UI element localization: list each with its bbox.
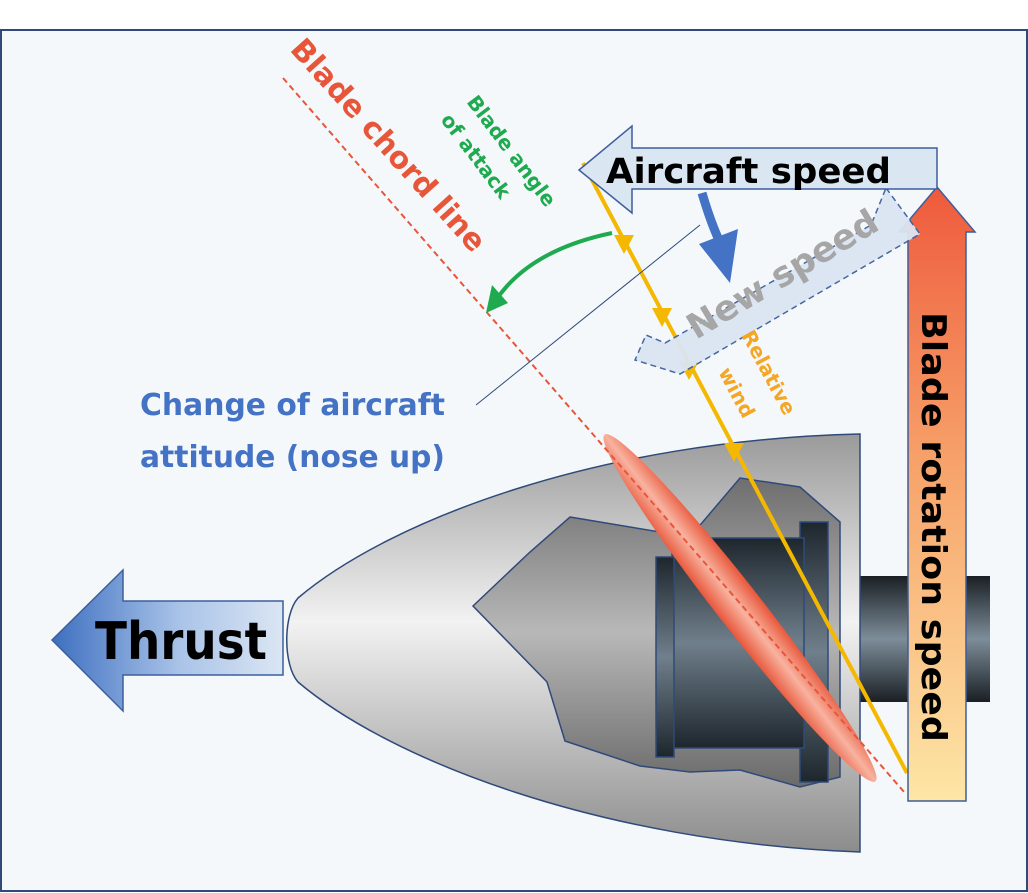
angle-of-attack-arrowhead bbox=[486, 285, 508, 313]
new-speed-arrow bbox=[633, 186, 922, 375]
attitude-change-label-line2: attitude (nose up) bbox=[140, 440, 445, 475]
speed-change-arrowhead bbox=[699, 229, 738, 283]
aircraft-speed-arrow bbox=[577, 124, 938, 215]
thrust-arrow bbox=[50, 568, 284, 713]
blade-chord-line bbox=[282, 77, 906, 794]
attitude-change-label-line1: Change of aircraft bbox=[140, 388, 445, 423]
relative-wind-arrowhead bbox=[614, 235, 634, 254]
relative-wind-arrowhead bbox=[652, 308, 672, 327]
thrust-label: Thrust bbox=[95, 612, 267, 672]
aircraft-speed-label: Aircraft speed bbox=[606, 152, 891, 192]
attitude-change-line bbox=[475, 224, 701, 406]
angle-of-attack-arc bbox=[494, 231, 613, 302]
relative-wind-arrowhead bbox=[724, 443, 744, 462]
relative-wind-line bbox=[581, 162, 909, 774]
hub-front-plate bbox=[655, 556, 675, 758]
propeller-blade bbox=[603, 434, 877, 782]
speed-change-arrow bbox=[697, 191, 723, 240]
blade-rotation-speed-label: Blade rotation speed bbox=[913, 312, 953, 742]
